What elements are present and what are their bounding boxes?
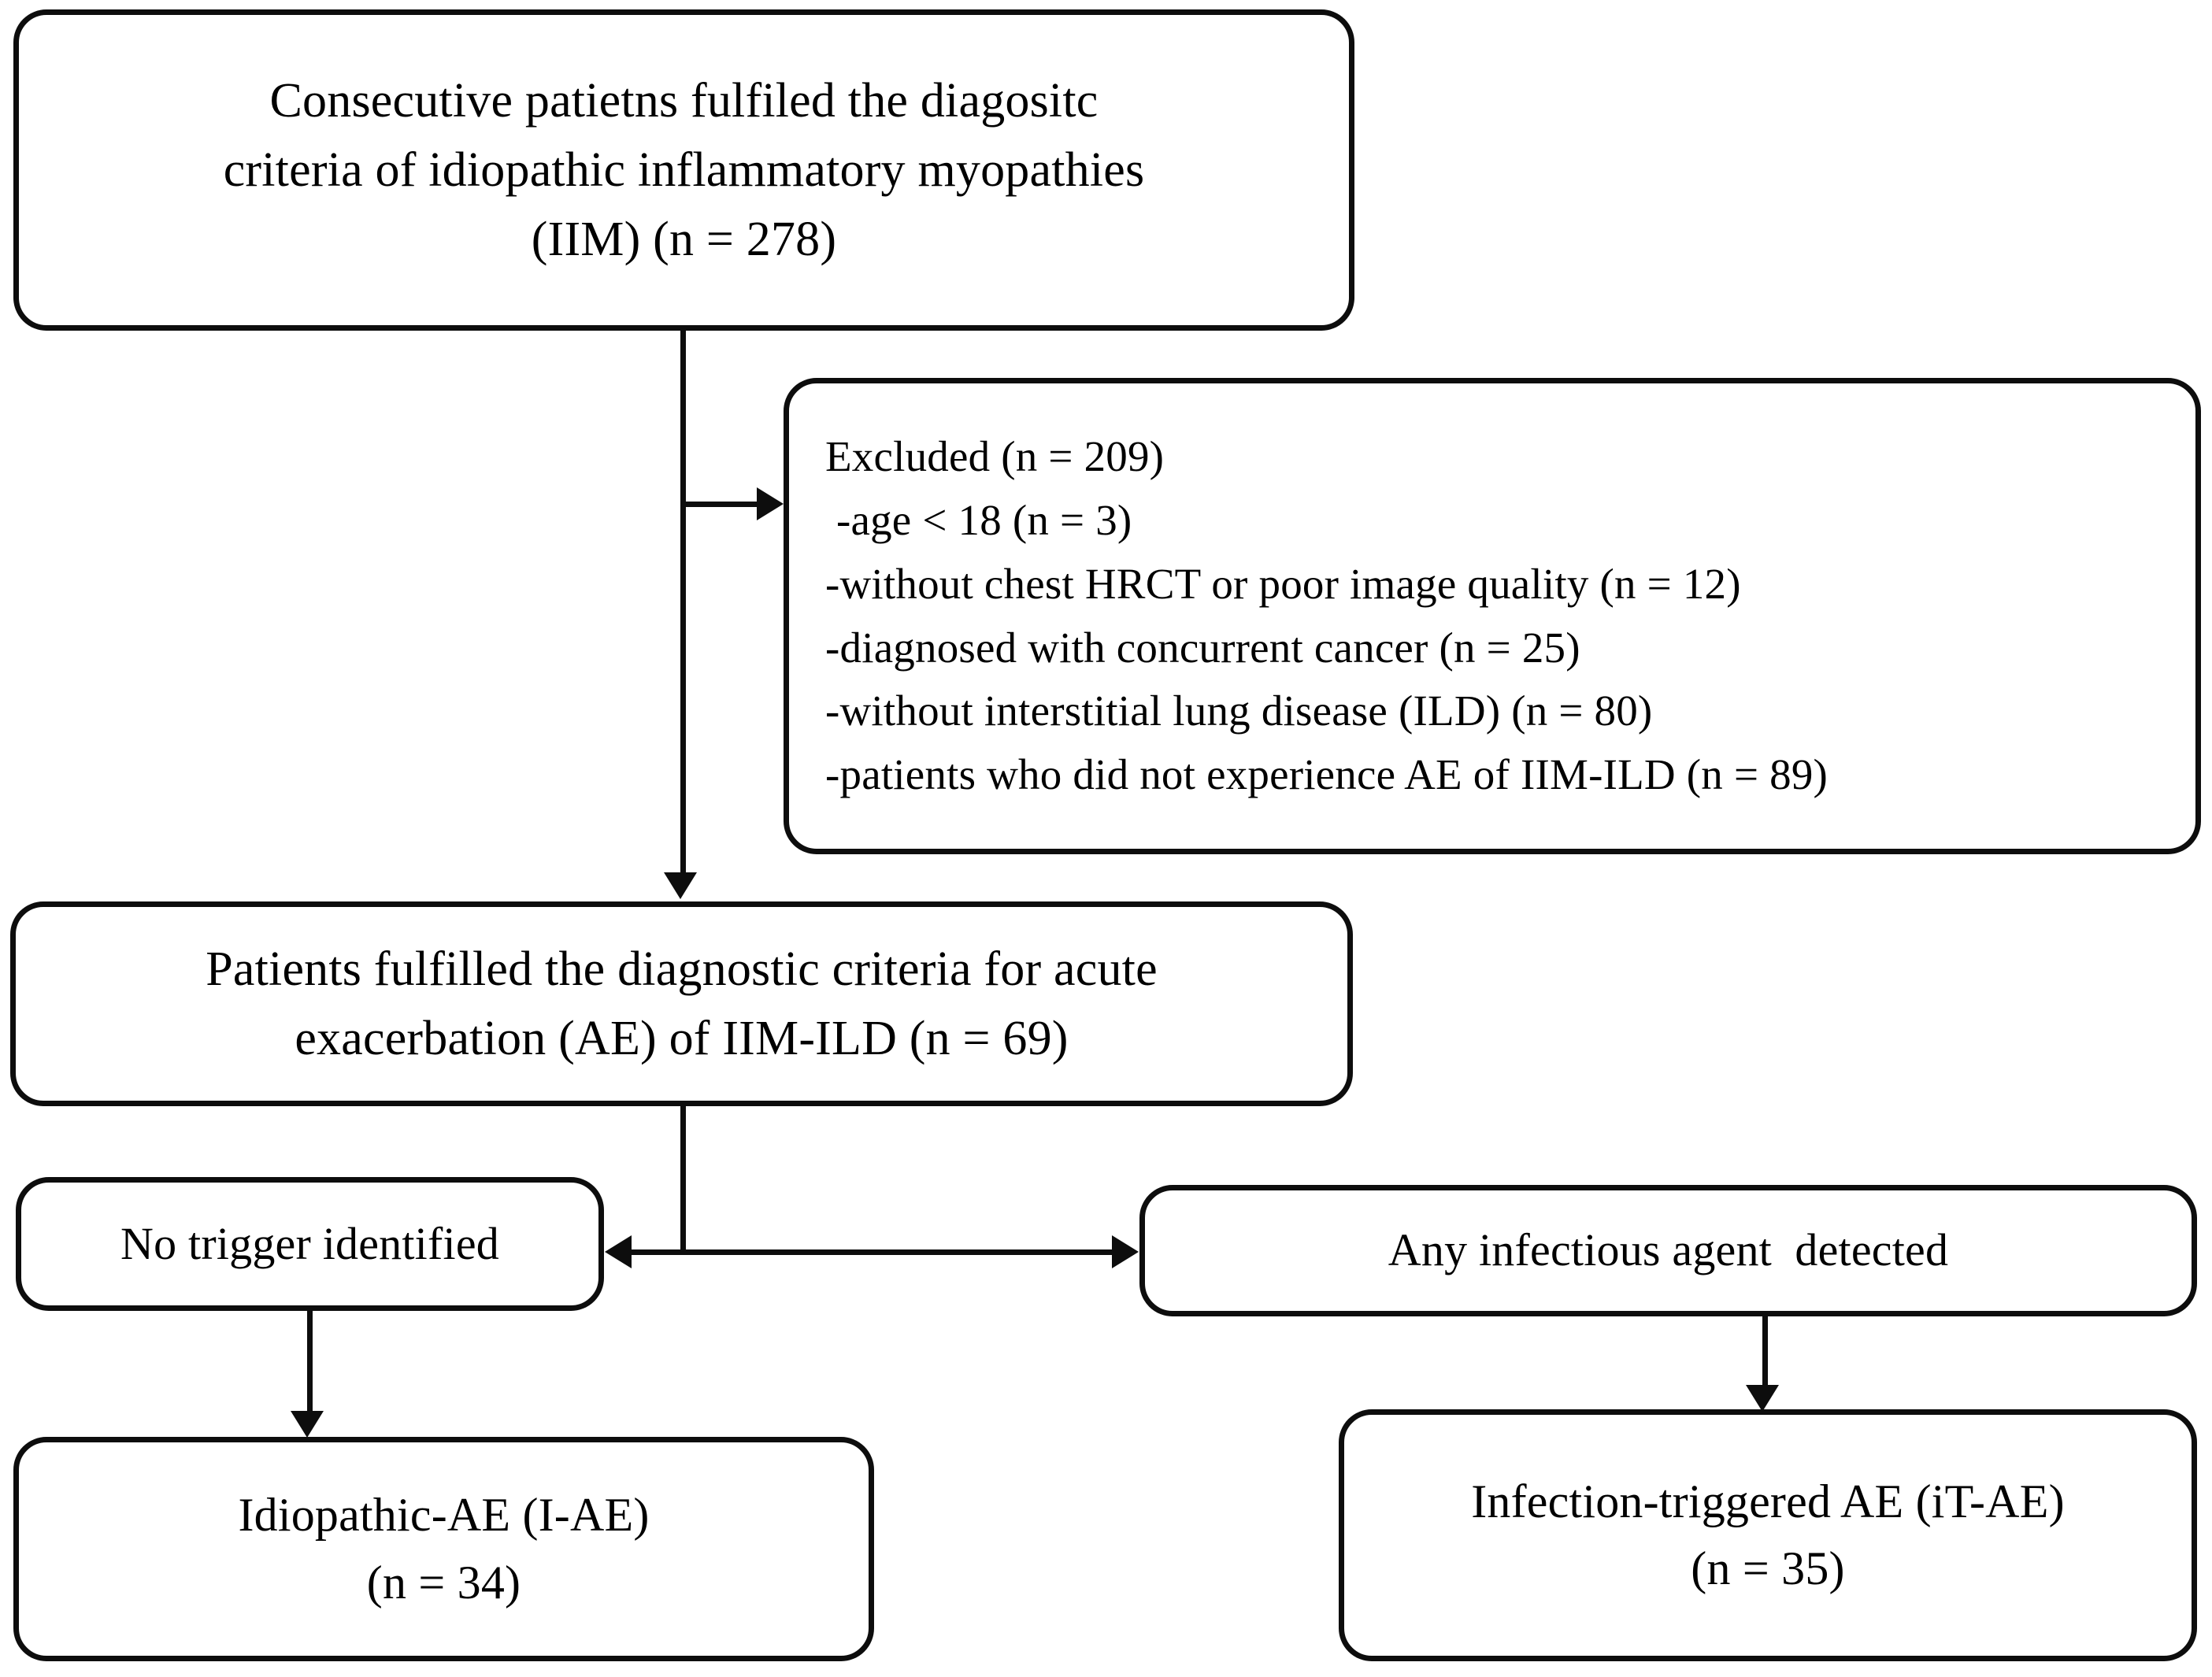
excluded-header: Excluded (n = 209) [825,431,1165,480]
excluded-reason-age: -age < 18 (n = 3) [825,495,1132,544]
node-ae-line-1: Patients fulfilled the diagnostic criter… [206,942,1158,996]
excluded-reason-hrct: -without chest HRCT or poor image qualit… [825,559,1741,608]
connector-infectious-agent-to-infection-triggered-ae [1762,1316,1768,1387]
node-ae-criteria-patients: Patients fulfilled the diagnostic criter… [10,901,1353,1106]
no-trigger-label: No trigger identified [120,1217,499,1269]
connector-to-excluded [680,502,759,507]
excluded-reason-no-ild: -without interstitial lung disease (ILD)… [825,687,1653,735]
node-enrolled-line-3: (IIM) (n = 278) [531,213,837,267]
idiopathic-ae-count: (n = 34) [366,1556,521,1609]
arrowhead-down-to-infection-triggered-ae [1746,1385,1779,1412]
infection-triggered-ae-label: Infection-triggered AE (iT-AE) [1471,1475,2065,1527]
arrowhead-down-to-idiopathic-ae [291,1411,324,1438]
node-any-infectious-agent-detected: Any infectious agent detected [1139,1185,2197,1316]
node-enrolled-line-2: criteria of idiopathic inflammatory myop… [223,143,1145,197]
node-excluded-patients: Excluded (n = 209) -age < 18 (n = 3) -wi… [784,378,2201,854]
arrowhead-down-to-ae [664,872,697,899]
node-no-trigger-identified: No trigger identified [16,1177,604,1311]
arrowhead-right-to-infectious-agent [1112,1235,1139,1268]
infectious-agent-label: Any infectious agent detected [1388,1224,1949,1276]
node-infection-triggered-ae-group: Infection-triggered AE (iT-AE) (n = 35) [1339,1409,2197,1661]
node-ae-line-2: exacerbation (AE) of IIM-ILD (n = 69) [295,1012,1069,1065]
idiopathic-ae-label: Idiopathic-AE (I-AE) [238,1489,650,1542]
connector-split-to-infectious-agent [680,1249,1113,1255]
connector-enrolled-to-ae [680,331,686,874]
connector-split-to-no-trigger [630,1249,684,1255]
excluded-reason-cancer: -diagnosed with concurrent cancer (n = 2… [825,623,1580,672]
node-enrolled-patients: Consecutive patietns fulfiled the diagos… [13,9,1354,331]
excluded-reason-no-ae: -patients who did not experience AE of I… [825,750,1829,799]
arrowhead-left-to-no-trigger [605,1235,632,1268]
connector-ae-to-split [680,1106,686,1255]
node-idiopathic-ae-group: Idiopathic-AE (I-AE) (n = 34) [13,1437,874,1661]
node-enrolled-line-1: Consecutive patietns fulfiled the diagos… [269,73,1099,128]
infection-triggered-ae-count: (n = 35) [1691,1542,1845,1594]
connector-no-trigger-to-idiopathic-ae [307,1311,313,1413]
arrowhead-right-to-excluded [757,487,784,520]
